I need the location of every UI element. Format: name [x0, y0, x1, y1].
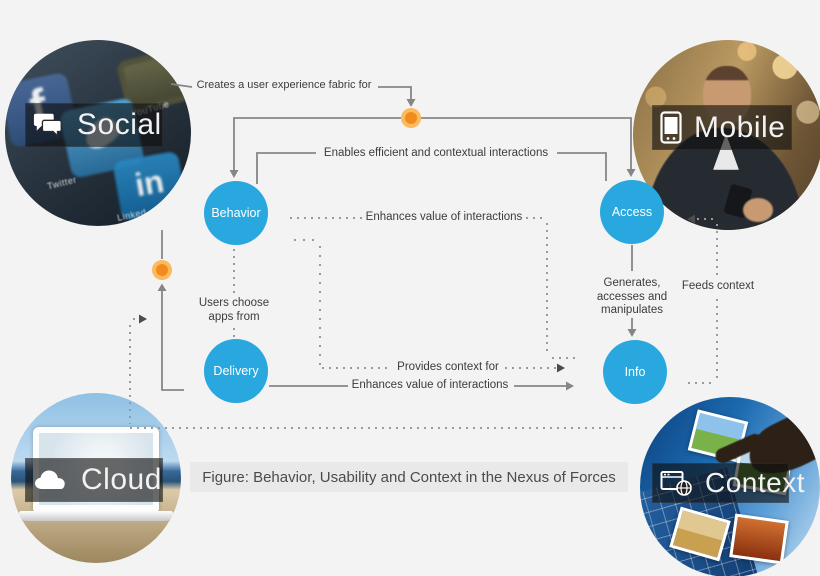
access-node-label: Access [611, 205, 653, 219]
cloud-label: Cloud [81, 463, 162, 496]
dark-arrowheads [139, 214, 695, 373]
figure-caption: Figure: Behavior, Usability and Context … [190, 462, 628, 492]
info-node-label: Info [624, 365, 646, 379]
left-connector-dot [156, 264, 168, 276]
edge-label-enhances-lower: Enhances value of interactions [348, 379, 512, 391]
access-node: Access [600, 180, 664, 244]
social-label-bar: Social [25, 103, 163, 147]
cloud-label-bar: Cloud [25, 458, 163, 502]
gray-arrowheads [157, 99, 637, 391]
cloud-icon [35, 470, 65, 489]
speech-bubbles-icon [33, 113, 62, 138]
delivery-node: Delivery [204, 339, 268, 403]
smartphone-icon [660, 111, 682, 144]
edge-label-enhances-upper: Enhances value of interactions [362, 211, 526, 223]
nexus-connector-dots [152, 108, 421, 280]
delivery-node-label: Delivery [213, 364, 259, 378]
edge-label-users-choose: Users choose apps from [195, 297, 273, 324]
dotted-connectors [129, 217, 718, 429]
social-label: Social [77, 108, 162, 141]
context-label: Context [705, 467, 805, 498]
man-hand [743, 198, 773, 222]
mobile-label: Mobile [694, 110, 786, 144]
edge-label-provides-context: Provides context for [394, 361, 502, 373]
solid-connectors [161, 83, 633, 391]
edge-label-feeds-context: Feeds context [678, 280, 758, 292]
edge-label-creates-fabric: Creates a user experience fabric for [193, 79, 375, 91]
browser-globe-icon [660, 471, 692, 496]
behavior-node-label: Behavior [211, 206, 261, 220]
laptop-base [19, 511, 173, 521]
behavior-node: Behavior [204, 181, 268, 245]
edge-label-generates: Generates, accesses and manipulates [593, 277, 671, 318]
mobile-label-bar: Mobile [652, 105, 792, 150]
edge-label-enables-interactions: Enables efficient and contextual interac… [320, 147, 552, 159]
top-connector-dot [405, 112, 417, 124]
info-node: Info [603, 340, 667, 404]
context-label-bar: Context [652, 463, 805, 503]
